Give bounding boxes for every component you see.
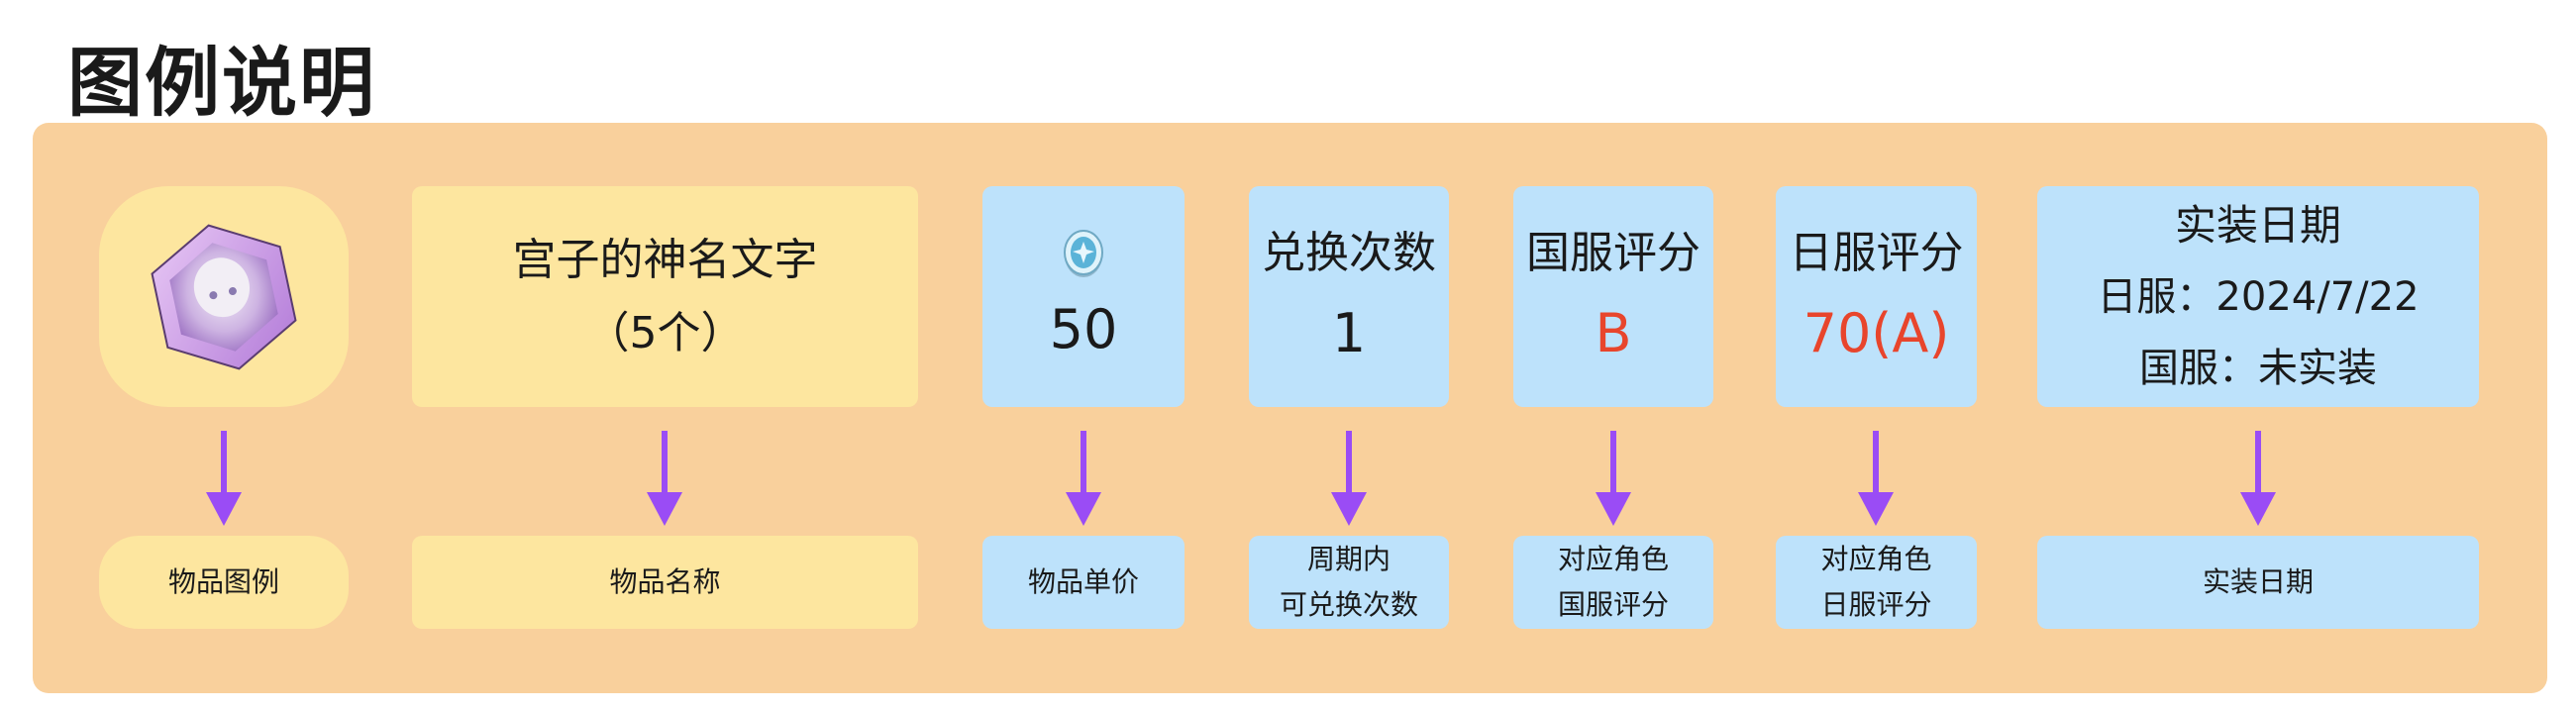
item-name: 宫子的神名文字 — [512, 234, 818, 285]
exchange-count-box: 兑换次数 1 — [1249, 186, 1449, 407]
label-text: 物品图例 — [167, 565, 279, 598]
exchange-count-value: 1 — [1331, 301, 1367, 364]
label-text: 可兑换次数 — [1279, 588, 1418, 621]
jp-rating-header: 日服评分 — [1789, 227, 1964, 278]
jp-release-date: 日服：2024/7/22 — [2097, 273, 2420, 320]
arrow-down-icon — [2240, 431, 2276, 526]
page-title: 图例说明 — [67, 39, 376, 127]
jp-rating-value: 70(A) — [1803, 301, 1950, 364]
arrow-down-icon — [1596, 431, 1631, 526]
label-text: 日服评分 — [1820, 588, 1932, 621]
arrow-down-icon — [1331, 431, 1367, 526]
label-item-icon: 物品图例 — [99, 536, 349, 629]
item-name-box: 宫子的神名文字 （5个） — [412, 186, 918, 407]
label-text: 对应角色 — [1820, 543, 1932, 575]
release-date-header: 实装日期 — [2174, 200, 2341, 250]
arrow-down-icon — [647, 431, 682, 526]
label-text: 国服评分 — [1557, 588, 1669, 621]
label-text: 周期内 — [1306, 543, 1391, 575]
arrow-down-icon — [1858, 431, 1894, 526]
label-item-name: 物品名称 — [412, 536, 918, 629]
cn-rating-header: 国服评分 — [1526, 227, 1700, 278]
price-value: 50 — [1049, 297, 1118, 360]
label-text: 实装日期 — [2202, 565, 2314, 598]
label-exchange-count: 周期内 可兑换次数 — [1249, 536, 1449, 629]
coin-currency-icon — [1064, 229, 1103, 277]
cn-rating-value: B — [1595, 301, 1632, 364]
item-icon-box — [99, 186, 349, 407]
arrow-down-icon — [1066, 431, 1101, 526]
cn-rating-box: 国服评分 B — [1513, 186, 1713, 407]
item-quantity: （5个） — [585, 307, 745, 358]
label-item-price: 物品单价 — [982, 536, 1185, 629]
jp-rating-box: 日服评分 70(A) — [1776, 186, 1977, 407]
arrow-down-icon — [206, 431, 242, 526]
label-release-date: 实装日期 — [2037, 536, 2479, 629]
exchange-count-header: 兑换次数 — [1262, 227, 1436, 278]
character-hexagon-portrait-icon — [151, 224, 297, 369]
label-jp-rating: 对应角色 日服评分 — [1776, 536, 1977, 629]
label-text: 物品单价 — [1027, 565, 1139, 598]
release-date-box: 实装日期 日服：2024/7/22 国服：未实装 — [2037, 186, 2479, 407]
item-price-box: 50 — [982, 186, 1185, 407]
cn-release-date: 国服：未实装 — [2139, 345, 2377, 391]
label-cn-rating: 对应角色 国服评分 — [1513, 536, 1713, 629]
label-text: 物品名称 — [609, 565, 721, 598]
label-text: 对应角色 — [1557, 543, 1669, 575]
